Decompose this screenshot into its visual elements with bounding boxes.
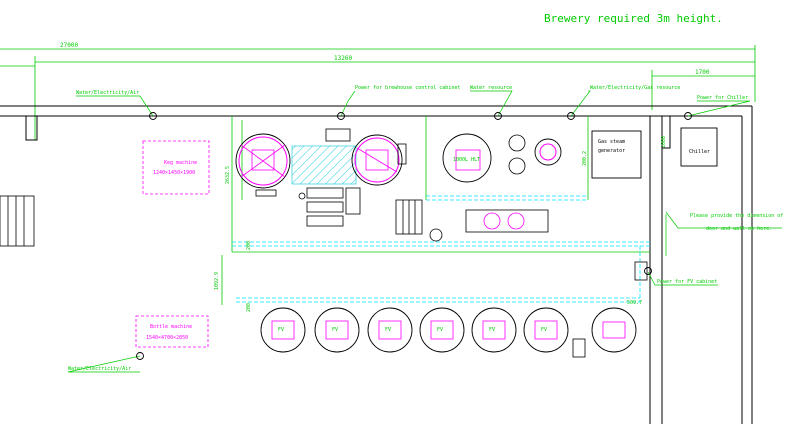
building-walls [0,105,753,424]
vessel-small-a [508,134,526,152]
fermenter-label: FV [385,327,391,333]
dimension-small-b: 200 [246,303,252,312]
fermenter: FV [367,307,413,353]
fermenter-label: FV [332,327,338,333]
callout-utilities-bottom-left: Water/Electricity/Air [68,366,131,372]
pump [429,228,443,242]
vessel-small-b [508,157,526,175]
drawing-title: Brewery required 3m height. [544,12,723,25]
dimension-small-a: 200 [246,241,252,250]
brewhouse-control-cabinet [325,128,351,142]
dimension-span: 13260 [334,55,352,62]
chiller-label: Chiller [689,149,710,155]
brewhouse-platform [291,145,357,185]
dimension-vertical-2: 1092.9 [214,272,220,290]
dimension-side: 1700 [695,69,710,76]
brewhouse-area [221,116,650,305]
keg-machine-size: 1240×1450×1900 [153,170,195,176]
fermenter-label: FV [278,327,284,333]
steam-generator-label-1: Gas steam [598,139,625,145]
pump-frame [306,187,361,227]
callout-door-note-2: door and wall on here. [706,226,772,232]
dimension-small-c: 200.2 [582,151,588,166]
callout-chiller-power: Power for Chiller [697,95,748,101]
bright-tank [591,307,637,353]
callout-door-note-1: Please provide the dimension of [690,213,783,219]
keg-machine [142,140,210,195]
heat-exchanger-unit [465,209,549,233]
fermenter-accessory [572,338,586,358]
callout-leaders [67,90,782,373]
filter-unit [395,199,423,235]
chiller [680,127,718,167]
fermenter: FV [314,307,360,353]
piping [232,195,650,303]
dimension-small-d: 509.7 [627,300,642,306]
gas-steam-generator [591,130,642,179]
dimension-vertical-3: 1000 [661,136,667,148]
hot-liquor-tank [442,133,492,183]
steam-generator-label-2: generator [598,148,625,154]
callout-fv-cabinet-power: Power for FV cabinet [657,279,717,285]
dimension-overall: 27000 [60,42,78,49]
callout-brewhouse-power: Power for brewhouse control cabinet [355,85,460,91]
top-dimensions [0,45,756,140]
callout-points [136,112,692,360]
yeast-tank [534,138,562,166]
fermenter-label: FV [541,327,547,333]
bottle-machine [135,315,209,348]
fermenter: FV [260,307,306,353]
bottle-machine-label: Bottle machine [150,324,192,330]
fermenter-row: FV FV FV FV FV FV [260,307,637,358]
callout-utilities-top-right: Water/Electricity/Gas resource [590,85,680,91]
fermenter: FV [523,307,569,353]
kettle [351,134,407,186]
fermenter-label: FV [489,327,495,333]
valve-cluster [298,192,306,200]
fv-cabinet [634,261,648,281]
keg-machine-label: Keg machine [164,160,197,166]
mash-tun [235,133,291,197]
fermenter: FV [471,307,517,353]
fermenter-label: FV [437,327,443,333]
hlt-label: 1000L HLT [453,157,480,163]
callout-water-resource: Water resource [470,85,512,91]
bottle-machine-size: 1540×4700×2050 [146,335,188,341]
callout-utilities-top-left: Water/Electricity/Air [76,90,139,96]
fermenter: FV [419,307,465,353]
stair [0,195,35,247]
dimension-vertical-1: 2632.5 [225,166,231,184]
